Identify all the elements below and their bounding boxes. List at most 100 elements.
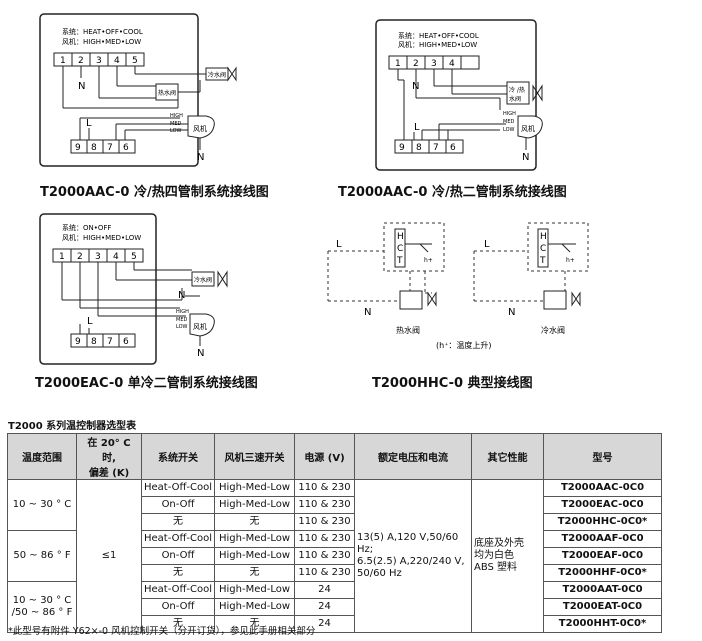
caption-diagram-cool-only: T2000EAC-0 单冷二管制系统接线图 [35,376,258,391]
svg-text:LOW: LOW [503,127,515,133]
svg-text:1: 1 [59,252,65,262]
valve-icon [571,291,581,307]
range-cell: 10 ~ 30 ° C /50 ~ 86 ° F [7,581,77,633]
svg-text:MED: MED [176,317,187,323]
fan-cell: High-Med-Low [214,581,295,599]
table-row: 50 ~ 86 ° F Heat-Off-Cool High-Med-Low 1… [7,530,662,582]
svg-text:2: 2 [78,56,84,66]
svg-text:风机：HIGH•MED•LOW: 风机：HIGH•MED•LOW [62,233,141,242]
header-cell: 额定电压和电流 [354,433,472,480]
svg-text:N: N [197,348,204,359]
svg-text:MED: MED [170,121,181,127]
fan-cell: High-Med-Low [214,479,295,497]
power-cell: 24 [294,581,355,599]
hot-valve-label: 热水阀 [158,89,176,97]
fan-icon [517,115,543,139]
power-cell: 110 & 230 [294,564,355,582]
svg-text:风机: 风机 [193,322,207,331]
svg-text:冷水阀: 冷水阀 [194,276,212,284]
svg-text:系统：ON•OFF: 系统：ON•OFF [62,223,111,232]
svg-text:7: 7 [107,143,113,153]
diagram-four-pipe: 系统：HEAT•OFF•COOL 风机：HIGH•MED•LOW 1 2 3 4… [39,13,237,167]
system-cell: On-Off [141,496,215,514]
system-cell: Heat-Off-Cool [141,479,215,497]
svg-text:1: 1 [60,56,66,66]
svg-text:9: 9 [75,337,81,347]
model-cell: T2000EAC-0C0 [543,496,662,514]
svg-text:N: N [522,152,529,163]
system-cell: On-Off [141,598,215,616]
header-cell: 型号 [543,433,662,480]
fan-cell: High-Med-Low [214,496,295,514]
svg-text:1: 1 [395,59,401,69]
power-cell: 24 [294,615,355,633]
svg-text:3: 3 [96,56,102,66]
svg-text:L: L [484,239,490,250]
valve-icon [227,66,237,82]
model-cell: T2000AAC-0C0 [543,479,662,497]
model-cell: T2000AAF-0C0 [543,530,662,548]
caption-diagram-four-pipe: T2000AAC-0 冷/热四管制系统接线图 [40,185,269,200]
table-row: 10 ~ 30 ° C /50 ~ 86 ° F Heat-Off-Cool H… [7,581,662,633]
svg-text:HIGH: HIGH [503,111,516,117]
range-cell: 50 ~ 86 ° F [7,530,77,582]
svg-text:冷 /热: 冷 /热 [509,86,525,94]
svg-text:3: 3 [95,252,101,262]
system-cell: Heat-Off-Cool [141,530,215,548]
caption-diagram-typical: T2000HHC-0 典型接线图 [372,376,533,391]
table-row: 10 ~ 30 ° C ≤1 Heat-Off-Cool High-Med-Lo… [7,479,662,633]
fan-cell: High-Med-Low [214,547,295,565]
svg-text:L: L [336,239,342,250]
svg-text:C: C [397,244,403,254]
model-cell: T2000EAT-0C0 [543,598,662,616]
svg-text:N: N [197,152,204,163]
svg-text:5: 5 [132,56,138,66]
svg-text:MED: MED [503,119,514,125]
rating-cell: 13(5) A,120 V,50/60 Hz; 6.5(2.5) A,220/2… [354,479,472,633]
model-cell: T2000HHT-0C0* [543,615,662,633]
cold-valve-label: 冷水阀 [208,71,226,79]
fan-cell: High-Med-Low [214,530,295,548]
footnote: *此型号有附件 Y62×-0 风机控制开关（分开订货），参见此手册相关部分 [8,626,316,637]
table-row: 无 无 110 & 230 T2000HHC-0C0* [8,513,662,531]
svg-text:4: 4 [113,252,119,262]
svg-text:N: N [78,81,85,92]
svg-text:7: 7 [433,143,439,153]
svg-text:9: 9 [399,143,405,153]
header-cell: 其它性能 [471,433,544,480]
model-cell: T2000EAF-0C0 [543,547,662,565]
fan-cell: 无 [214,564,295,582]
selection-table: 温度范围 在 20° C 时, 偏差 (K) 系统开关 风机三速开关 电源 (V… [7,433,662,633]
power-cell: 24 [294,598,355,616]
svg-text:T: T [539,256,546,266]
svg-text:N: N [364,307,371,318]
power-cell: 110 & 230 [294,479,355,497]
svg-text:L: L [86,118,92,129]
svg-text:L: L [414,122,420,133]
svg-text:6: 6 [450,143,456,153]
header-cell: 电源 (V) [294,433,355,480]
svg-text:6: 6 [123,337,129,347]
table-header-row: 温度范围 在 20° C 时, 偏差 (K) 系统开关 风机三速开关 电源 (V… [7,433,662,480]
fan-switch-label: 风机：HIGH•MED•LOW [62,37,141,46]
svg-text:HIGH: HIGH [170,113,183,119]
svg-text:H: H [540,232,547,242]
table-title: T2000 系列温控制器选型表 [8,421,137,432]
header-cell: 在 20° C 时, 偏差 (K) [76,433,142,480]
svg-text:4: 4 [114,56,120,66]
svg-text:风机: 风机 [521,124,535,133]
table-row: On-Off High-Med-Low 110 & 230 T2000EAC-0… [8,496,662,514]
power-cell: 110 & 230 [294,513,355,531]
svg-text:4: 4 [449,59,455,69]
svg-text:(h⁺：温度上升): (h⁺：温度上升) [436,340,492,350]
fan-icon [189,313,215,337]
svg-text:8: 8 [91,143,97,153]
power-cell: 110 & 230 [294,547,355,565]
fan-cell: High-Med-Low [214,598,295,616]
top-terminal-block: 1 2 3 4 5 [53,52,145,67]
model-cell: T2000HHC-0C0* [543,513,662,531]
svg-text:冷水阀: 冷水阀 [541,325,565,335]
svg-text:N: N [508,307,515,318]
svg-text:3: 3 [431,59,437,69]
svg-text:N: N [178,290,185,301]
